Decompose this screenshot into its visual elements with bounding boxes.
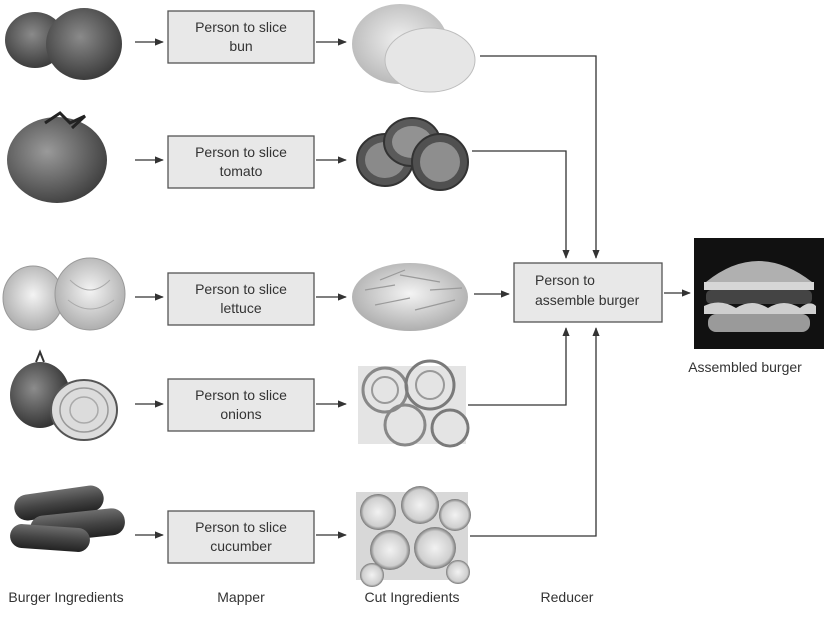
onion-rings-image	[358, 359, 470, 448]
mapper-label-line1: Person to slice	[195, 387, 287, 403]
mapper-box-lettuce: Person to slice lettuce	[167, 272, 315, 326]
reducer-label-line2: assemble burger	[535, 292, 640, 308]
onion-whole-image	[10, 349, 118, 441]
mapper-label-line2: onions	[220, 406, 261, 422]
bun-sliced-image	[352, 4, 476, 93]
column-label-cut-ingredients: Cut Ingredients	[365, 589, 460, 605]
mapper-box-onions: Person to slice onions	[167, 378, 315, 432]
arrow-bun-to-reducer	[480, 55, 600, 259]
mapper-box-cucumber: Person to slice cucumber	[167, 510, 315, 564]
assembled-burger-image	[694, 238, 824, 349]
cucumber-whole-image	[10, 485, 125, 552]
mapper-label-line1: Person to slice	[195, 519, 287, 535]
mapper-label-line1: Person to slice	[195, 19, 287, 35]
arrow-tomato-to-reducer	[472, 150, 570, 259]
column-label-ingredients: Burger Ingredients	[8, 589, 123, 605]
tomato-whole-image	[7, 111, 107, 203]
bun-whole-image	[5, 8, 122, 80]
mapper-label-line1: Person to slice	[195, 281, 287, 297]
assembled-burger-label: Assembled burger	[688, 359, 802, 375]
mapper-box-tomato: Person to slice tomato	[167, 135, 315, 189]
mapper-label-line2: cucumber	[210, 538, 272, 554]
arrow-onions-to-reducer	[468, 327, 570, 406]
mapper-label-line1: Person to slice	[195, 144, 287, 160]
reducer-label-line1: Person to	[535, 272, 595, 288]
mapper-label-line2: bun	[229, 38, 252, 54]
mapper-box-bun: Person to slice bun	[167, 10, 315, 64]
mapper-label-line2: lettuce	[220, 300, 261, 316]
mapper-label-line2: tomato	[220, 163, 263, 179]
lettuce-shredded-image	[352, 263, 468, 331]
tomato-sliced-image	[356, 117, 469, 191]
lettuce-whole-image	[2, 257, 126, 331]
column-label-mapper: Mapper	[217, 589, 265, 605]
reducer-box: Person to assemble burger	[513, 262, 663, 323]
arrow-cucumber-to-reducer	[470, 327, 600, 537]
cucumber-slices-image	[356, 486, 471, 587]
column-label-reducer: Reducer	[541, 589, 594, 605]
